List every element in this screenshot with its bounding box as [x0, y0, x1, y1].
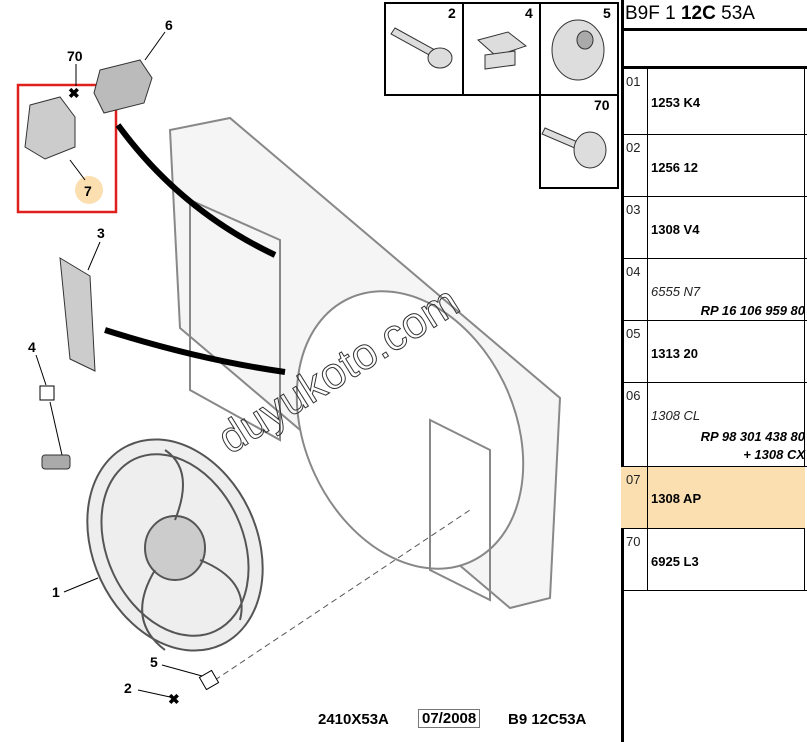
connector-leader — [115, 123, 277, 258]
diagram-code: 2410X53A — [318, 711, 389, 728]
exploded-parts-diagram: 2 4 5 70 7 70 ✖ 6 3 4 — [16, 2, 619, 707]
mounting-axis — [214, 509, 471, 681]
table-row[interactable]: 06 1308 CL RP 98 301 438 80 + 1308 CX — [621, 383, 807, 467]
part-2-marker-icon: ✖ — [168, 691, 180, 707]
bolt-icon — [390, 27, 453, 69]
table-title: B9F 1 12C 53A — [625, 3, 755, 24]
row-number: 70 — [626, 534, 641, 549]
part-reference[interactable]: 1308 CL — [651, 408, 701, 423]
part-4-marker — [39, 385, 55, 401]
row-number: 04 — [626, 264, 641, 279]
inset-label-2: 2 — [448, 5, 456, 21]
part-reference[interactable]: 6925 L3 — [651, 554, 699, 569]
part-reference[interactable]: 1313 20 — [651, 346, 698, 361]
selected-part-box — [16, 83, 118, 214]
callout-5[interactable]: 5 — [150, 654, 158, 670]
clip-nut-icon — [476, 31, 528, 70]
grommet-icon — [551, 19, 605, 81]
fan-connector-icon — [41, 454, 71, 470]
diagram-date: 07/2008 — [418, 709, 481, 728]
part-reference[interactable]: 6555 N7 — [651, 284, 701, 299]
callout-7[interactable]: 7 — [84, 183, 92, 199]
additional-reference[interactable]: + 1308 CX — [743, 447, 805, 462]
row-number: 06 — [626, 388, 641, 403]
seal-strip-icon — [59, 257, 96, 372]
table-row[interactable]: 02 1256 12 — [621, 135, 807, 197]
table-row[interactable]: 05 1313 20 — [621, 321, 807, 383]
part-4-leader — [49, 401, 63, 456]
table-row-selected[interactable]: 07 1308 AP — [621, 467, 805, 529]
row-number: 02 — [626, 140, 641, 155]
table-row[interactable]: 01 1253 K4 — [621, 69, 807, 135]
hardware-inset — [384, 2, 619, 189]
part-5-marker — [198, 669, 220, 691]
row-number: 01 — [626, 74, 641, 89]
callout-70[interactable]: 70 — [67, 48, 83, 64]
part-reference[interactable]: 1308 AP — [651, 491, 702, 506]
table-header-blank — [621, 28, 807, 69]
row-number: 03 — [626, 202, 641, 217]
table-row[interactable]: 03 1308 V4 — [621, 197, 807, 259]
cooling-fan — [86, 438, 264, 652]
alternative-reference[interactable]: RP 16 106 959 80 — [700, 303, 805, 318]
row-number: 07 — [626, 472, 641, 487]
callout-3[interactable]: 3 — [97, 225, 105, 241]
callout-2[interactable]: 2 — [124, 680, 132, 696]
parts-table: B9F 1 12C 53A 01 1253 K4 02 1256 12 03 1… — [621, 0, 807, 742]
callout-1[interactable]: 1 — [52, 584, 60, 600]
inset-label-4: 4 — [525, 5, 533, 21]
part-reference[interactable]: 1256 12 — [651, 160, 698, 175]
alternative-reference[interactable]: RP 98 301 438 80 — [700, 429, 805, 444]
connector-icon — [93, 59, 153, 114]
part-7-cover-icon — [24, 96, 76, 160]
callout-4[interactable]: 4 — [28, 339, 36, 355]
table-row[interactable]: 04 6555 N7 RP 16 106 959 80 — [621, 259, 807, 321]
row-number: 05 — [626, 326, 641, 341]
inset-label-70: 70 — [594, 97, 610, 113]
inset-label-5: 5 — [603, 5, 611, 21]
screw-icon — [541, 127, 607, 169]
callout-7-highlight — [75, 176, 103, 204]
table-row[interactable]: 70 6925 L3 — [621, 529, 807, 591]
part-reference[interactable]: 1308 V4 — [651, 222, 700, 237]
part-reference[interactable]: 1253 K4 — [651, 95, 701, 110]
fan-shroud-frame — [168, 116, 562, 610]
seal-leader — [104, 327, 286, 375]
diagram-reference: B9 12C53A — [508, 711, 587, 728]
callout-6[interactable]: 6 — [165, 17, 173, 33]
screw-marker-icon: ✖ — [68, 85, 80, 101]
